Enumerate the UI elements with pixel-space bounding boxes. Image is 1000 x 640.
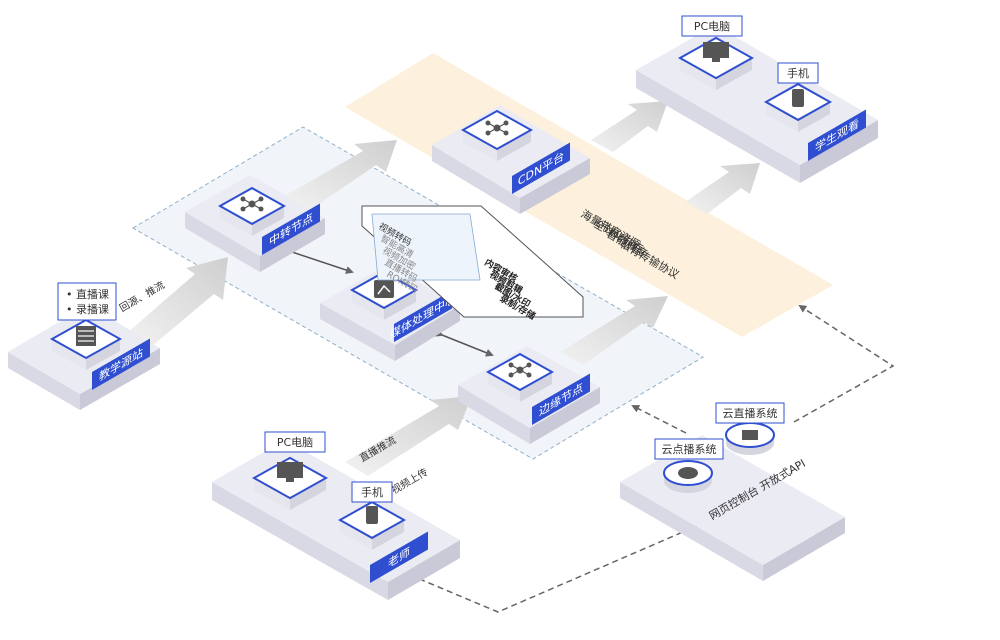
arrow-band-to-students: [685, 163, 760, 214]
network-hub-icon: [240, 196, 264, 212]
student-pc-label: PC电脑: [694, 20, 730, 33]
arrow-edge-to-band: [560, 296, 668, 365]
student-phone-label: 手机: [787, 66, 809, 80]
monitor-icon: [703, 42, 729, 58]
arrow-school-to-relay: [128, 257, 228, 346]
vod-system-label: 云点播系统: [662, 442, 717, 456]
cdn-capability-band: [345, 53, 833, 337]
student-pc-cube: [677, 36, 755, 91]
arrow-cdn-to-students: [591, 101, 668, 152]
network-hub-icon: [485, 120, 509, 136]
school-cube: [49, 318, 123, 371]
cloud-vod-icon: [663, 460, 713, 493]
media-cube: [349, 270, 419, 320]
teacher-platform: [212, 440, 460, 600]
teacher-pc-label: PC电脑: [277, 436, 313, 449]
phone-icon: [792, 89, 804, 107]
teacher-phone-cube: [337, 500, 407, 550]
school-list-item: • 直播课: [66, 287, 109, 301]
students-platform: [636, 25, 878, 183]
flow-label-upload: 视频上传: [389, 465, 430, 496]
bidirectional-arrows: [285, 246, 494, 357]
cloud-live-icon: [725, 422, 775, 455]
monitor-icon: [277, 462, 303, 478]
flow-arrows: [128, 101, 760, 476]
arrow-teacher-to-edge: [345, 396, 472, 476]
cdn-cube: [460, 109, 534, 162]
device-labels: PC电脑 手机 PC电脑 手机 云点播系统 云直播系统: [264, 15, 819, 503]
relay-cube: [217, 186, 287, 236]
student-phone-cube: [763, 82, 833, 132]
teacher-phone-label: 手机: [361, 485, 383, 499]
network-nodes-icon: [508, 362, 532, 378]
media-process-icon: [374, 280, 394, 298]
arrow-relay-to-cdn: [285, 140, 397, 210]
school-course-list: • 直播课 • 录播课: [57, 282, 117, 321]
live-system-label: 云直播系统: [723, 406, 778, 420]
edge-cube: [485, 352, 555, 402]
dashed-connectors: [409, 304, 895, 613]
phone-icon: [366, 506, 378, 524]
school-list-item: • 录播课: [66, 302, 109, 316]
teacher-pc-cube: [251, 456, 329, 511]
